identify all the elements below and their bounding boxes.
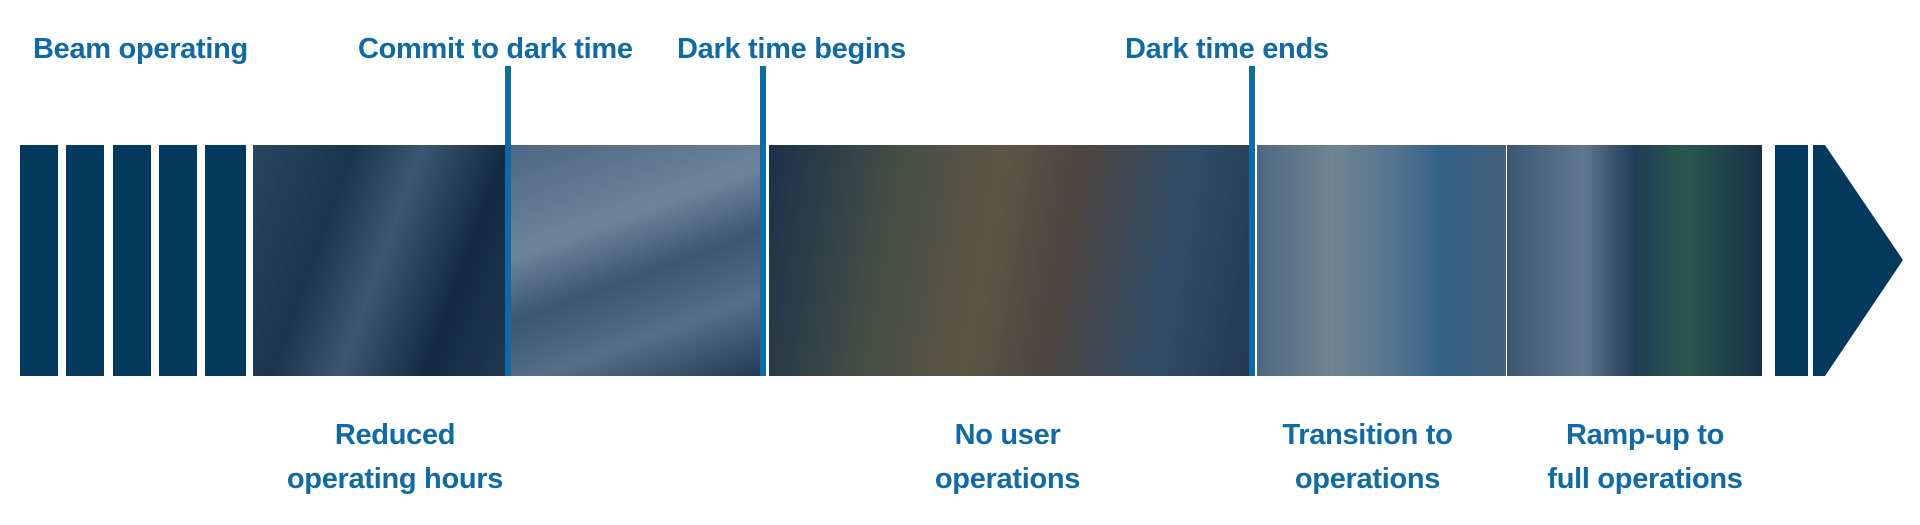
phase-label-line1: No user [954, 419, 1061, 451]
milestone-label-beam-operating: Beam operating [33, 33, 248, 65]
beam-operating-bar [159, 145, 197, 376]
photo-tint [253, 145, 509, 376]
photo-ramp-up-to-full-operations [1507, 145, 1762, 376]
milestone-label-commit-to-dark-time: Commit to dark time [358, 33, 633, 65]
beam-operating-bar [205, 145, 246, 376]
timeline-arrow-icon [1813, 145, 1903, 376]
milestone-label-dark-time-ends: Dark time ends [1125, 33, 1329, 65]
photo-transition-to-operations [1257, 145, 1506, 376]
photo-tint [769, 145, 1251, 376]
marker-dark-time-ends [1249, 66, 1255, 376]
beam-operating-bar [113, 145, 151, 376]
marker-dark-time-begins [760, 66, 766, 376]
phase-label-line2: full operations [1547, 463, 1743, 495]
phase-label-transition-to-operations: Transition to operations [1245, 413, 1490, 501]
full-operations-bar [1775, 145, 1808, 376]
photo-commit-to-dark-time [511, 145, 763, 376]
phase-label-line2: operations [934, 463, 1081, 495]
arrow-head-shape [1813, 145, 1903, 376]
photo-tint [1507, 145, 1762, 376]
marker-commit-to-dark-time [505, 66, 511, 376]
photo-no-user-operations [769, 145, 1251, 376]
phase-label-line1: Reduced [334, 419, 456, 451]
beam-operating-bar [66, 145, 104, 376]
beam-operating-bar [20, 145, 58, 376]
photo-tint [1257, 145, 1506, 376]
phase-label-line2: operating hours [286, 463, 504, 495]
phase-label-line1: Transition to [1282, 419, 1453, 451]
phase-label-line2: operations [1294, 463, 1441, 495]
photo-tint [511, 145, 763, 376]
phase-label-no-user-operations: No user operations [885, 413, 1130, 501]
milestone-label-dark-time-begins: Dark time begins [677, 33, 906, 65]
phase-label-ramp-up-to-full-operations: Ramp-up to full operations [1520, 413, 1770, 501]
phase-label-reduced-operating-hours: Reduced operating hours [268, 413, 522, 501]
photo-reduced-operating-hours [253, 145, 509, 376]
phase-label-line1: Ramp-up to [1565, 419, 1725, 451]
